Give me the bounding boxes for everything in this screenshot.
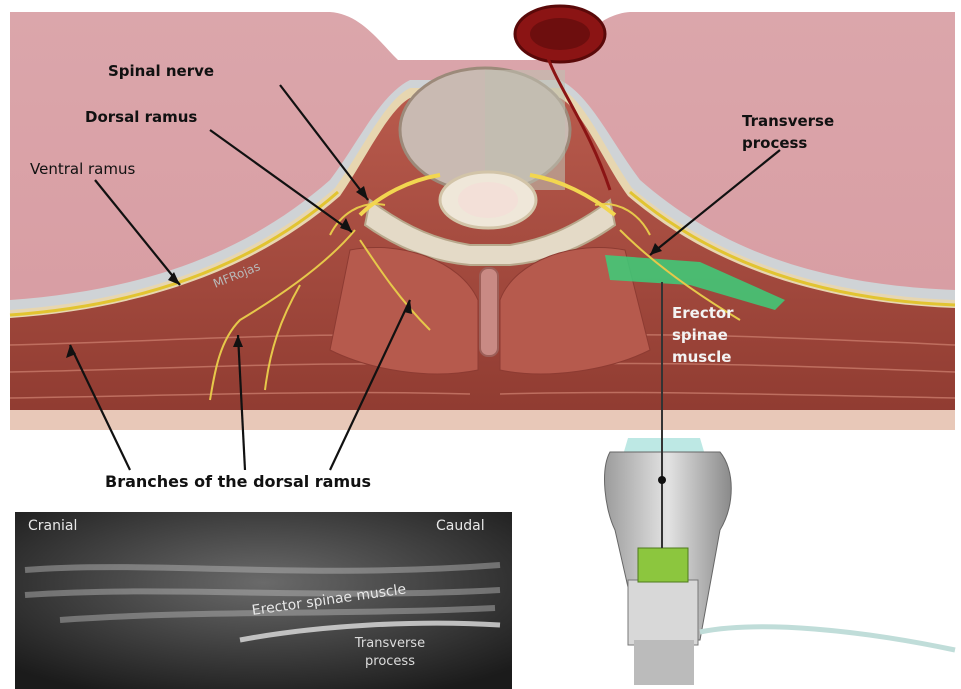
label-dorsal-ramus: Dorsal ramus <box>85 108 197 126</box>
us-label-caudal: Caudal <box>436 518 485 534</box>
label-erector-spinae-muscle: Erector spinae muscle <box>672 302 772 368</box>
label-branches-dorsal-ramus: Branches of the dorsal ramus <box>105 472 371 491</box>
us-label-cranial: Cranial <box>28 518 77 534</box>
spinous-process <box>480 268 498 356</box>
ultrasound-probe <box>605 438 955 685</box>
us-label-transverse-process: Transverse process <box>340 635 440 671</box>
label-transverse-process: Transverse process <box>742 110 892 154</box>
label-spinal-nerve: Spinal nerve <box>108 62 214 80</box>
label-ventral-ramus: Ventral ramus <box>30 160 135 178</box>
